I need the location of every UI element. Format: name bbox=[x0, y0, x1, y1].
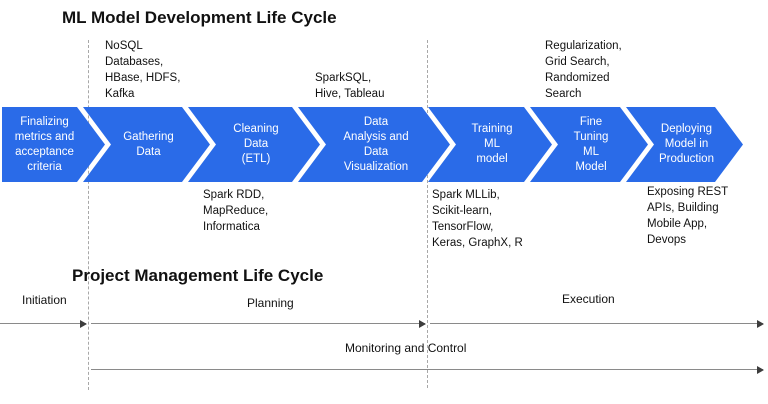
annotation-regularization-tools: Regularization, Grid Search, Randomized … bbox=[545, 40, 622, 100]
annotation-rest-api-tools: Exposing REST APIs, Building Mobile App,… bbox=[647, 186, 729, 246]
stage-data-analysis-visualization: Data Analysis and Data Visualization bbox=[298, 107, 450, 182]
stage-label: Fine Tuning ML Model bbox=[573, 115, 609, 173]
stage-label: Deploying Model in Production bbox=[659, 123, 714, 165]
timeline-arrow-initiation bbox=[0, 320, 87, 328]
phase-label-planning: Planning bbox=[247, 296, 294, 310]
phase-label-monitoring-control: Monitoring and Control bbox=[345, 341, 467, 355]
phase-label-initiation: Initiation bbox=[22, 293, 67, 307]
stage-label: Data Analysis and Data Visualization bbox=[343, 115, 409, 173]
phase-label-execution: Execution bbox=[562, 292, 615, 306]
pm-lifecycle-title: Project Management Life Cycle bbox=[72, 266, 324, 285]
annotation-nosql-tools: NoSQL Databases, HBase, HDFS, Kafka bbox=[105, 40, 181, 100]
phase-divider-right bbox=[427, 40, 428, 388]
timeline-arrow-planning bbox=[91, 320, 426, 328]
stage-finalizing-metrics: Finalizing metrics and acceptance criter… bbox=[2, 107, 105, 182]
stage-label: Cleaning Data (ETL) bbox=[233, 123, 279, 165]
phase-divider-left bbox=[88, 40, 89, 390]
stage-cleaning-data-etl: Cleaning Data (ETL) bbox=[188, 107, 320, 182]
timeline-arrow-execution bbox=[430, 320, 764, 328]
timeline-arrow-monitoring-control bbox=[91, 366, 764, 374]
ml-lifecycle-title: ML Model Development Life Cycle bbox=[62, 8, 337, 27]
annotation-spark-mllib-tools: Spark MLLib, Scikit-learn, TensorFlow, K… bbox=[432, 189, 523, 249]
annotation-spark-rdd-tools: Spark RDD, MapReduce, Informatica bbox=[203, 189, 269, 233]
stage-label: Gathering Data bbox=[123, 130, 174, 158]
stage-label: Finalizing metrics and acceptance criter… bbox=[14, 115, 75, 173]
annotation-sparksql-tools: SparkSQL, Hive, Tableau bbox=[315, 72, 385, 100]
stage-label: Training ML model bbox=[471, 123, 513, 165]
